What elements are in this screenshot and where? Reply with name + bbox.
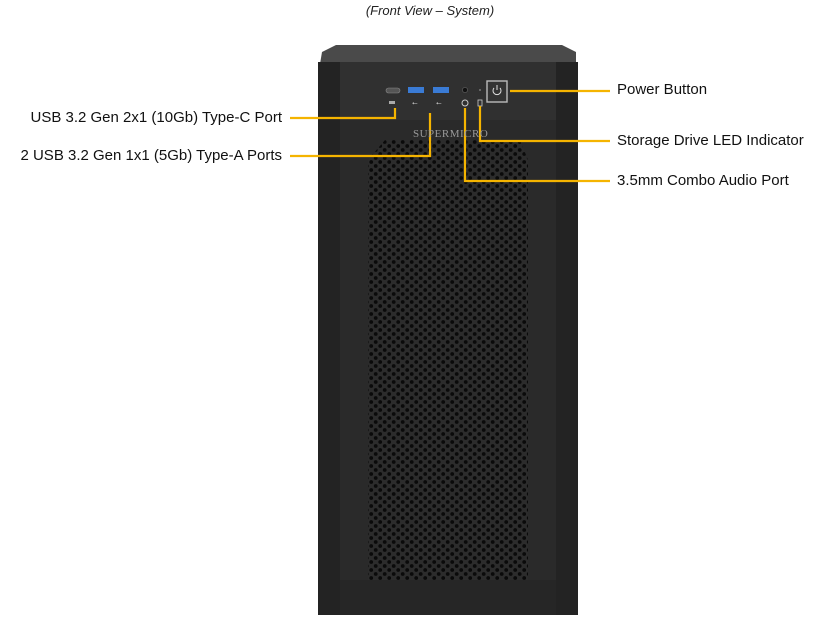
leader-storage-led bbox=[478, 106, 610, 143]
callout-storage-led: Storage Drive LED Indicator bbox=[617, 132, 804, 149]
callout-power-button: Power Button bbox=[617, 81, 708, 98]
usb-c-icon bbox=[389, 101, 395, 104]
chassis-top bbox=[320, 45, 576, 64]
chassis-base bbox=[340, 580, 556, 615]
leader-audio bbox=[463, 108, 610, 183]
usb-icon: ⭠ bbox=[436, 100, 442, 107]
audio-jack bbox=[462, 87, 468, 93]
front-mesh-grill bbox=[368, 140, 528, 580]
callout-usb-a: 2 USB 3.2 Gen 1x1 (5Gb) Type-A Ports bbox=[20, 147, 282, 164]
power-icon bbox=[492, 85, 502, 96]
figure-title: (Front View – System) bbox=[365, 3, 495, 18]
left-side-strip bbox=[318, 62, 340, 615]
usb-a-port-2 bbox=[433, 87, 449, 93]
power-button bbox=[486, 80, 508, 103]
callout-usb-c: USB 3.2 Gen 2x1 (10Gb) Type-C Port bbox=[30, 109, 282, 126]
usb-icon: ⭠ bbox=[412, 100, 418, 107]
storage-led bbox=[479, 89, 481, 91]
leader-usb-a bbox=[290, 113, 432, 158]
callout-audio-port: 3.5mm Combo Audio Port bbox=[617, 172, 789, 189]
usb-a-port-1 bbox=[408, 87, 424, 93]
right-side-strip bbox=[556, 62, 578, 615]
brand-logo: SUPERMICRO bbox=[413, 128, 489, 140]
headset-icon bbox=[461, 99, 469, 107]
leader-lines bbox=[290, 89, 610, 183]
leader-usb-c bbox=[290, 108, 397, 120]
usb-c-port bbox=[385, 87, 401, 94]
